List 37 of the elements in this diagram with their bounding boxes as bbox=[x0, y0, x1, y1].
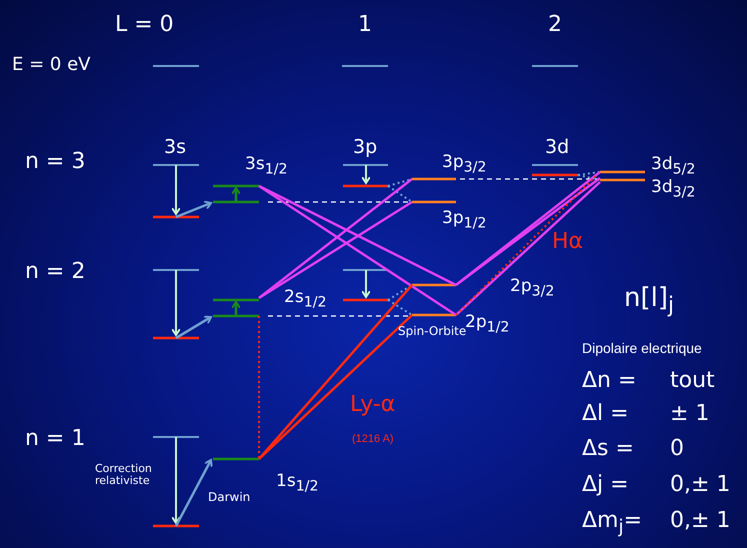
effect-label: Darwin bbox=[208, 490, 250, 504]
energy-label: E = 0 eV bbox=[12, 55, 90, 75]
level-label: 3p bbox=[353, 136, 378, 158]
line-label: Ly-α bbox=[350, 392, 396, 417]
level-label: 1s$_{1/2}$ bbox=[276, 472, 318, 495]
quantum-number-label: n = 2 bbox=[25, 260, 86, 284]
quantum-number-label: n = 3 bbox=[25, 150, 86, 174]
level-label: 3p$_{3/2}$ bbox=[442, 152, 486, 176]
rule-value: tout bbox=[670, 368, 715, 393]
line-label: Hα bbox=[552, 230, 584, 254]
level-label: 2p$_{1/2}$ bbox=[465, 312, 510, 336]
level-label: 3d$_{3/2}$ bbox=[651, 178, 696, 201]
rule-text: Δs = bbox=[582, 436, 634, 461]
level-label: 3d$_{5/2}$ bbox=[651, 154, 696, 178]
axis-label: 1 bbox=[358, 12, 372, 37]
quantum-number-label: n = 1 bbox=[25, 426, 86, 451]
axis-label: 2 bbox=[548, 12, 562, 37]
effect-label: Spin-Orbite bbox=[398, 324, 466, 338]
level-label: 3s bbox=[164, 136, 186, 158]
rule-value: 0,± 1 bbox=[670, 472, 730, 497]
rule-value: ± 1 bbox=[670, 402, 710, 426]
rule-value: 0 bbox=[670, 436, 684, 461]
rule-text: Δn = bbox=[582, 368, 636, 393]
level-label: 3d bbox=[545, 136, 570, 158]
rule-text: Δj = bbox=[582, 472, 629, 497]
wavelength-label: (1216 A) bbox=[352, 433, 394, 446]
level-label: 2p$_{3/2}$ bbox=[510, 276, 554, 300]
rule-heading: Dipolaire electrique bbox=[582, 340, 702, 356]
effect-label: Correction relativiste bbox=[95, 463, 153, 488]
axis-label: L = 0 bbox=[115, 12, 174, 37]
level-label: 2s$_{1/2}$ bbox=[284, 288, 326, 311]
rule-text: Δl = bbox=[582, 402, 629, 426]
rule-text: Δm$_{j}$= bbox=[582, 508, 642, 538]
notation-label: n[l]$_{j}$ bbox=[624, 284, 674, 318]
rule-value: 0,± 1 bbox=[670, 508, 730, 533]
level-label: 3p$_{1/2}$ bbox=[442, 208, 486, 232]
level-label: 3s$_{1/2}$ bbox=[245, 154, 288, 178]
